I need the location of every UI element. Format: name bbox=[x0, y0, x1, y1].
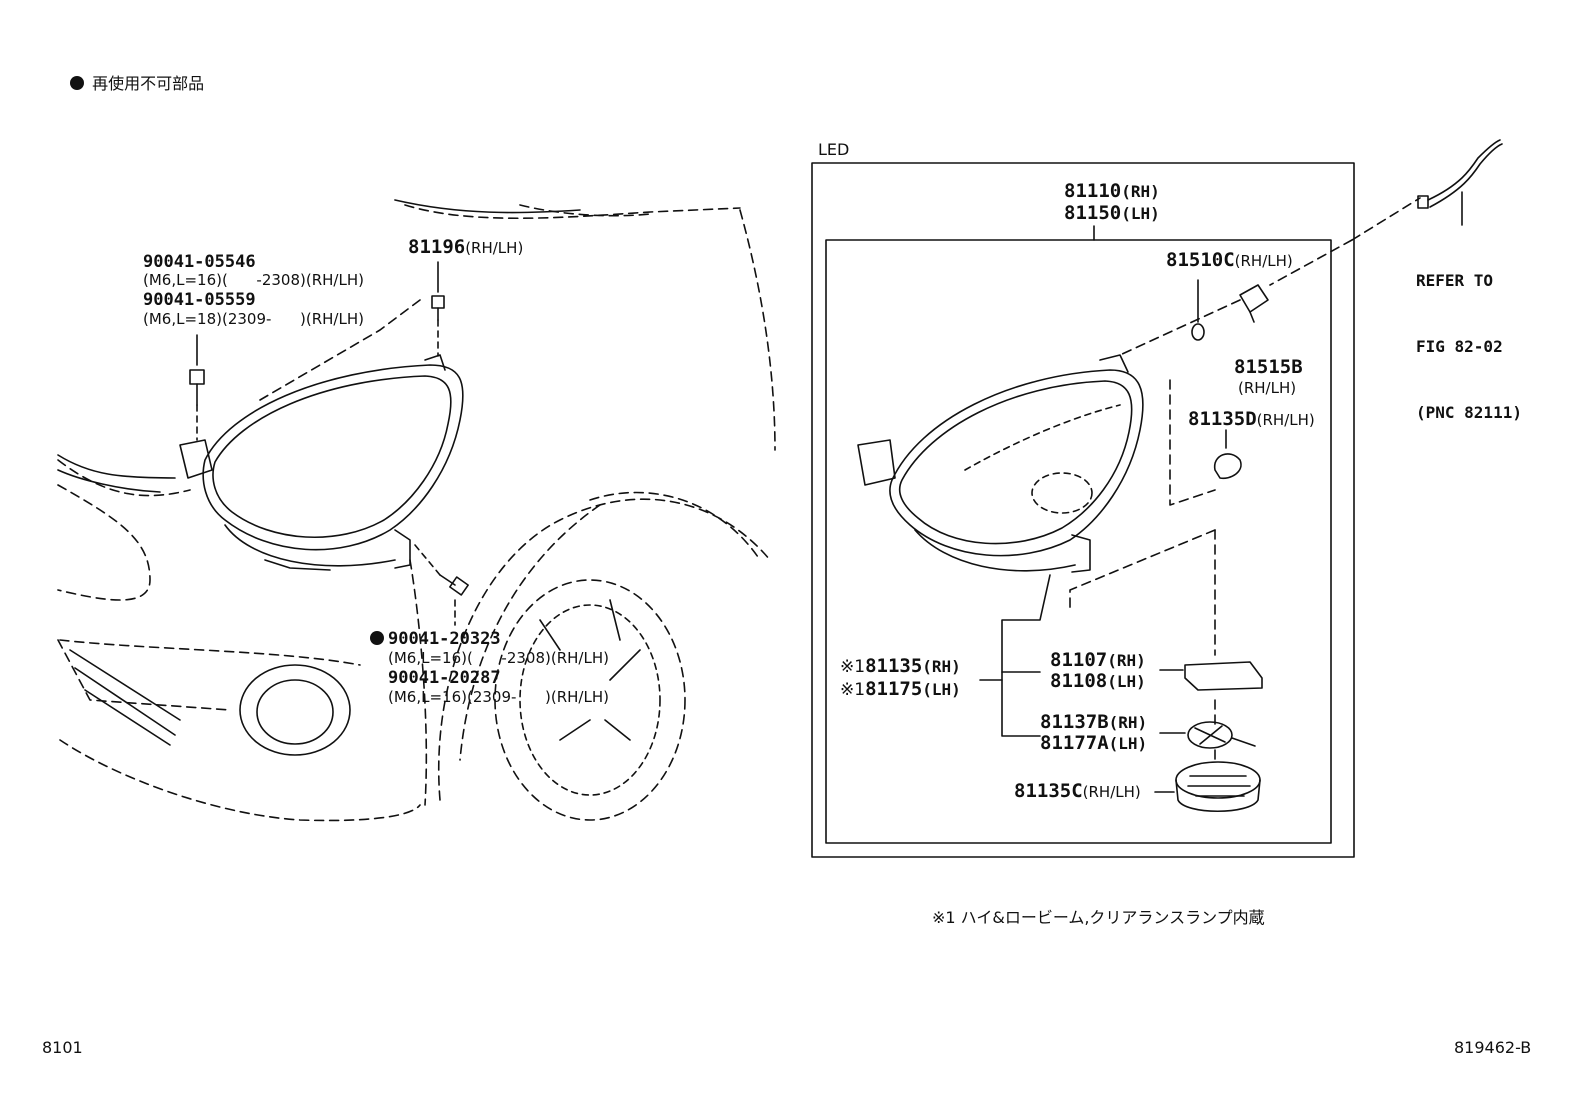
leader-lines-left bbox=[196, 261, 439, 401]
refer-line-3: (PNC 82111) bbox=[1416, 403, 1522, 422]
part-81510C[interactable]: 81510C(RH/LH) bbox=[1166, 249, 1293, 271]
part-81196[interactable]: 81196(RH/LH) bbox=[408, 236, 524, 258]
headlamp-assembly-left bbox=[179, 354, 464, 571]
part-90041-20323[interactable]: 90041-20323 bbox=[370, 631, 501, 648]
vehicle-body-solid bbox=[57, 199, 581, 493]
part-81110[interactable]: 81110(RH) bbox=[1064, 180, 1160, 202]
fan-81137B bbox=[1159, 721, 1256, 749]
spec-90041-20323: (M6,L=16)( -2308)(RH/LH) bbox=[388, 649, 609, 667]
bolt-90041-05546 bbox=[189, 369, 205, 441]
part-81150[interactable]: 81150(LH) bbox=[1064, 202, 1160, 224]
part-81135C[interactable]: 81135C(RH/LH) bbox=[1014, 780, 1141, 802]
non-reusable-dot-icon bbox=[70, 76, 85, 90]
footnote: ※1 ハイ&ロービーム,クリアランスランプ内蔵 bbox=[932, 908, 1265, 927]
bumper-area bbox=[57, 639, 351, 756]
bulb-81510C bbox=[1191, 279, 1205, 341]
cap-81135D bbox=[1214, 429, 1242, 480]
led-inner-frame bbox=[825, 239, 1332, 844]
spec-90041-20287: (M6,L=16)(2309- )(RH/LH) bbox=[388, 688, 609, 706]
led-outer-frame bbox=[811, 162, 1355, 858]
part-81108[interactable]: 81108(LH) bbox=[1050, 670, 1146, 692]
alignment-lines-right bbox=[1069, 197, 1421, 763]
part-81515B[interactable]: 81515B bbox=[1234, 356, 1303, 378]
refer-line-2: FIG 82-02 bbox=[1416, 337, 1503, 356]
part-81135D[interactable]: 81135D(RH/LH) bbox=[1188, 408, 1315, 430]
part-81177A[interactable]: 81177A(LH) bbox=[1040, 732, 1148, 754]
refer-to-note[interactable]: REFER TO FIG 82-02 (PNC 82111) bbox=[1416, 226, 1522, 446]
connector-wire bbox=[1417, 139, 1503, 226]
part-81107[interactable]: 81107(RH) bbox=[1050, 649, 1146, 671]
legend-text: 再使用不可部品 bbox=[92, 74, 205, 93]
clip-81196 bbox=[431, 295, 445, 357]
part-90041-20287[interactable]: 90041-20287 bbox=[388, 668, 501, 688]
part-90041-05546[interactable]: 90041-05546 bbox=[143, 252, 256, 272]
illustration-code: 819462-B bbox=[1454, 1038, 1532, 1057]
part-90041-05559[interactable]: 90041-05559 bbox=[143, 290, 256, 310]
legend-non-reusable: 再使用不可部品 bbox=[60, 60, 204, 92]
side-81515B: (RH/LH) bbox=[1238, 379, 1297, 397]
refer-line-1: REFER TO bbox=[1416, 271, 1494, 290]
wheel bbox=[438, 498, 771, 821]
cover-81135C bbox=[1154, 761, 1261, 813]
part-81175[interactable]: ※181175(LH) bbox=[840, 678, 961, 700]
bracket-group-81135 bbox=[979, 574, 1051, 737]
headlamp-assembly-right bbox=[857, 354, 1144, 573]
spec-90041-05546: (M6,L=16)( -2308)(RH/LH) bbox=[143, 271, 364, 289]
part-81135[interactable]: ※181135(RH) bbox=[840, 655, 961, 677]
led-label: LED bbox=[818, 140, 850, 159]
vehicle-body-outline bbox=[57, 204, 776, 822]
figure-code: 8101 bbox=[42, 1038, 83, 1057]
non-reusable-dot-icon bbox=[370, 631, 384, 645]
spec-90041-05559: (M6,L=18)(2309- )(RH/LH) bbox=[143, 310, 364, 328]
part-81137B[interactable]: 81137B(RH) bbox=[1040, 711, 1148, 733]
socket-81515B bbox=[1239, 284, 1269, 323]
bolt-90041-20323 bbox=[414, 544, 469, 626]
bracket-81107 bbox=[1159, 661, 1263, 691]
